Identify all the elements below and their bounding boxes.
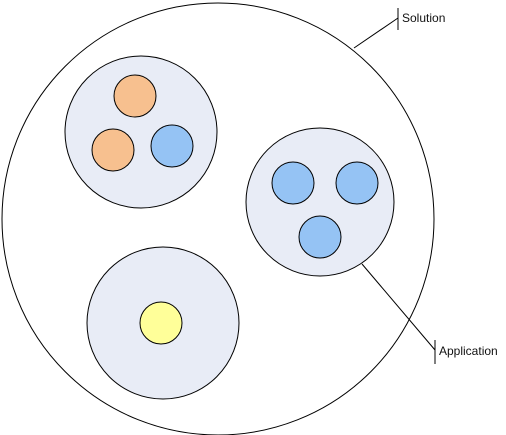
application-callout-line [361, 263, 436, 351]
blue-item [150, 124, 194, 168]
solution-callout-line [353, 17, 399, 49]
orange-item [113, 74, 157, 118]
blue-item [298, 215, 342, 259]
group-top-left [64, 55, 218, 209]
application-label: Application [439, 344, 498, 358]
blue-item [271, 161, 315, 205]
orange-item [91, 128, 135, 172]
solution-label: Solution [402, 11, 446, 25]
yellow-item [139, 301, 183, 345]
blue-item [335, 161, 379, 205]
